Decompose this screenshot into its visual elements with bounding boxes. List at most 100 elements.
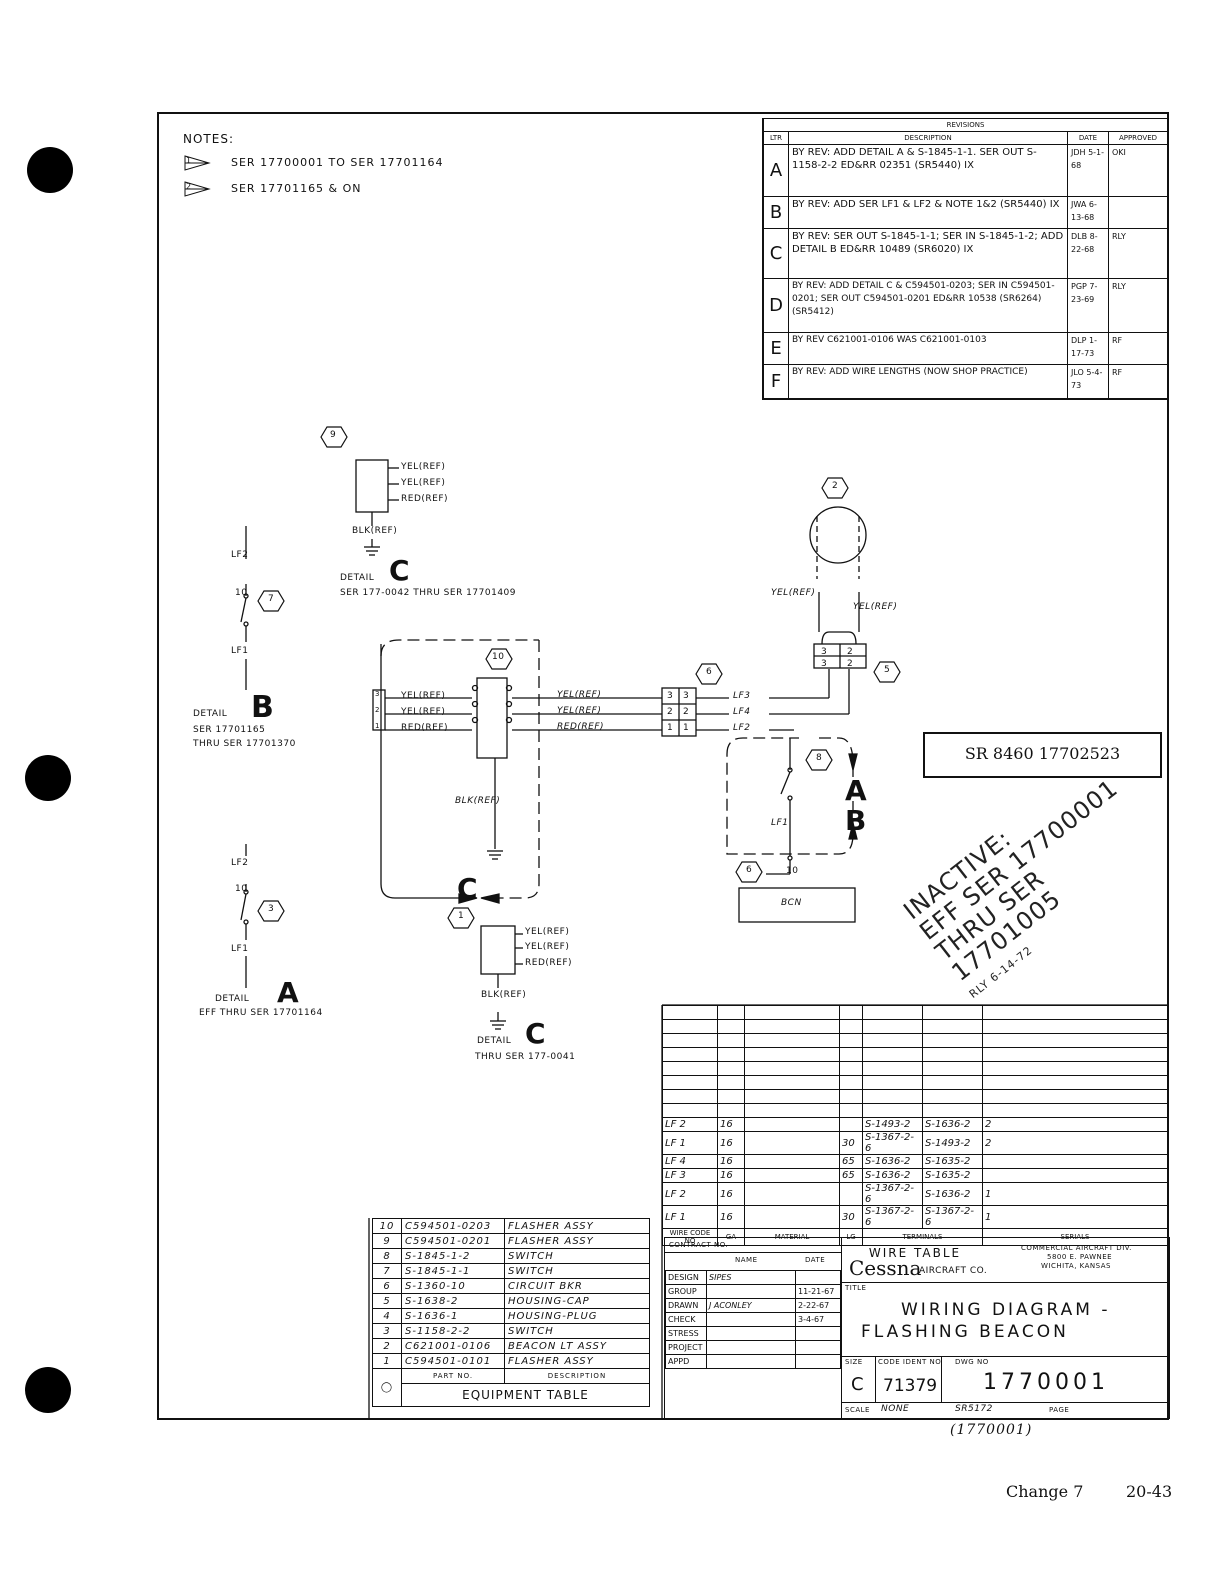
punch-hole <box>25 1367 71 1413</box>
lead-label: BLK(REF) <box>481 990 527 1000</box>
lead-label: YEL(REF) <box>401 478 446 488</box>
change-label: Change 7 <box>1006 1482 1084 1501</box>
lead-label: YEL(REF) <box>557 690 602 700</box>
size-label: SIZE <box>845 1358 863 1366</box>
rev-letter: B <box>762 196 789 229</box>
pin-3: 3 <box>821 647 828 657</box>
wire-lf1: LF1 <box>231 944 249 954</box>
rev-date: JWA 6-13-68 <box>1067 196 1109 229</box>
wire-lf2: LF2 <box>733 723 751 733</box>
lead-label: BLK(REF) <box>455 796 501 806</box>
rev-approved: OKI <box>1108 144 1168 197</box>
wire-lf4: LF4 <box>733 707 751 717</box>
detail-c-letter: C <box>457 872 478 905</box>
lead-label: YEL(REF) <box>525 927 570 937</box>
rev-description: BY REV C621001-0106 WAS C621001-0103 <box>788 332 1068 365</box>
rev-letter: F <box>762 364 789 399</box>
pin-3: 3 <box>375 690 380 698</box>
notes-title: NOTES: <box>183 132 234 146</box>
pin-2: 2 <box>683 707 690 717</box>
switch-terminal: 10 <box>235 884 248 894</box>
breaker-terminal: 10 <box>786 866 799 876</box>
item-callout-1: 1 <box>458 911 465 921</box>
lead-label: RED(REF) <box>401 723 449 733</box>
pin-2: 2 <box>375 706 380 714</box>
lead-label: YEL(REF) <box>401 462 446 472</box>
lead-label: RED(REF) <box>525 958 573 968</box>
drawing-sheet: NOTES: 1 2 SER 17700001 TO SER 17701164 … <box>157 112 1170 1420</box>
detail-b-letter: B <box>845 804 867 837</box>
detail-b-letter: B <box>251 690 274 725</box>
item-callout-10: 10 <box>492 652 505 662</box>
equipment-header: DESCRIPTION <box>504 1368 650 1384</box>
cessna-logo: Cessna <box>849 1256 922 1280</box>
revision-row: F BY REV: ADD WIRE LENGTHS (NOW SHOP PRA… <box>762 364 1168 399</box>
lead-label: YEL(REF) <box>401 707 446 717</box>
rev-approved: RLY <box>1108 278 1168 333</box>
note-marker: 1 <box>186 156 193 165</box>
rev-description: BY REV: ADD DETAIL A & S-1845-1-1. SER O… <box>788 144 1068 197</box>
lead-label: YEL(REF) <box>557 706 602 716</box>
drawing-title-1: WIRING DIAGRAM - <box>901 1300 1111 1320</box>
pin-1: 1 <box>683 723 690 733</box>
pin-3: 3 <box>821 659 828 669</box>
detail-a-label: DETAIL <box>215 994 250 1004</box>
revision-row: D BY REV: ADD DETAIL C & C594501-0203; S… <box>762 278 1168 333</box>
sr-reference: SR5172 <box>955 1404 993 1414</box>
detail-b-serial: THRU SER 17701370 <box>193 739 296 749</box>
pin-3: 3 <box>667 691 674 701</box>
equipment-header: PART NO. <box>401 1368 505 1384</box>
drawing-number: 1770001 <box>983 1370 1109 1395</box>
detail-c-label: DETAIL <box>340 573 375 583</box>
note-marker: 2 <box>186 182 193 191</box>
pin-1: 1 <box>667 723 674 733</box>
handwritten-dwg-number: (1770001) <box>950 1422 1033 1438</box>
detail-b-label: DETAIL <box>193 709 228 719</box>
division: COMMERCIAL AIRCRAFT DIV. <box>1021 1244 1132 1252</box>
rev-description: BY REV: ADD SER LF1 & LF2 & NOTE 1&2 (SR… <box>788 196 1068 229</box>
detail-c-letter: C <box>525 1017 546 1050</box>
revisions-table: REVISIONS LTR DESCRIPTION DATE APPROVED … <box>762 118 1168 400</box>
note-text: SER 17700001 TO SER 17701164 <box>231 156 444 169</box>
detail-a-serial: EFF THRU SER 17701164 <box>199 1008 323 1018</box>
pin-3: 3 <box>683 691 690 701</box>
rev-letter: E <box>762 332 789 365</box>
code-ident: 71379 <box>883 1376 938 1396</box>
lead-label: YEL(REF) <box>771 588 816 598</box>
pin-2: 2 <box>847 647 854 657</box>
punch-hole <box>27 147 73 193</box>
lead-label: RED(REF) <box>557 722 605 732</box>
date-header: DATE <box>805 1256 826 1264</box>
scale-label: SCALE <box>845 1406 870 1414</box>
lead-label: BLK(REF) <box>352 526 398 536</box>
detail-c-serial: SER 177-0042 THRU SER 17701409 <box>340 588 516 598</box>
sr-number-box: SR 8460 17702523 <box>923 732 1162 778</box>
title-label: TITLE <box>845 1284 867 1292</box>
item-callout-6: 6 <box>706 667 713 677</box>
page-label: PAGE <box>1049 1406 1070 1414</box>
bcn-label: BCN <box>781 898 802 908</box>
scale-value: NONE <box>881 1404 910 1414</box>
dwg-no-label: DWG NO <box>955 1358 989 1366</box>
detail-c-letter: C <box>389 554 410 587</box>
detail-a-letter: A <box>845 774 867 807</box>
wire-lf1: LF1 <box>231 646 249 656</box>
item-callout-9: 9 <box>330 430 337 440</box>
item-callout-2: 2 <box>832 481 839 491</box>
item-callout-6b: 6 <box>746 865 753 875</box>
wire-lf3: LF3 <box>733 691 751 701</box>
equipment-table-title: EQUIPMENT TABLE <box>401 1383 650 1407</box>
item-callout-8: 8 <box>816 753 823 763</box>
wire-table-title: WIRE TABLE <box>868 1246 962 1260</box>
lead-label: YEL(REF) <box>525 942 570 952</box>
punch-hole <box>25 755 71 801</box>
